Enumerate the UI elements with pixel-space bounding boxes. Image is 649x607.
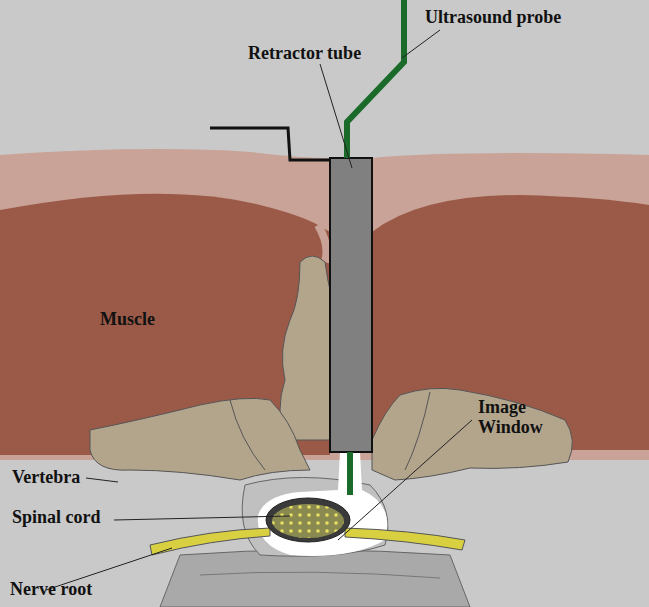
muscle-label: Muscle <box>100 310 155 330</box>
spinal-cord-dura <box>266 498 350 542</box>
leader-line <box>86 478 118 482</box>
vertebra-right <box>372 388 572 480</box>
spinal-cord-fibres <box>272 504 344 538</box>
leader-line <box>114 516 290 520</box>
vertebral-body-contour <box>200 572 440 578</box>
vertebra-left <box>90 398 310 480</box>
leader-line <box>402 30 440 58</box>
leader-line <box>320 64 352 168</box>
retractor-handle <box>210 128 330 160</box>
vertebra-contour <box>405 392 430 470</box>
nerve-root-label: Nerve root <box>10 580 92 600</box>
image-window <box>258 452 388 556</box>
retractor-tube <box>330 158 372 452</box>
vertebra-label: Vertebra <box>12 468 80 488</box>
fascia <box>318 225 326 262</box>
tube-label: Retractor tube <box>248 44 361 64</box>
ultrasound-probe-tip <box>347 452 353 495</box>
ultrasound-probe <box>347 0 404 158</box>
image-window-label: Image Window <box>478 398 558 438</box>
nerve-root-right <box>345 528 465 550</box>
leader-line <box>338 420 472 540</box>
vertebral-body <box>160 550 470 607</box>
nerve-root-left <box>150 528 270 555</box>
spinal-cord <box>272 504 344 538</box>
vertebra-contour <box>230 400 265 470</box>
spinal-cord-label: Spinal cord <box>12 508 101 528</box>
probe-label: Ultrasound probe <box>425 8 561 28</box>
skin-layer <box>0 149 649 460</box>
